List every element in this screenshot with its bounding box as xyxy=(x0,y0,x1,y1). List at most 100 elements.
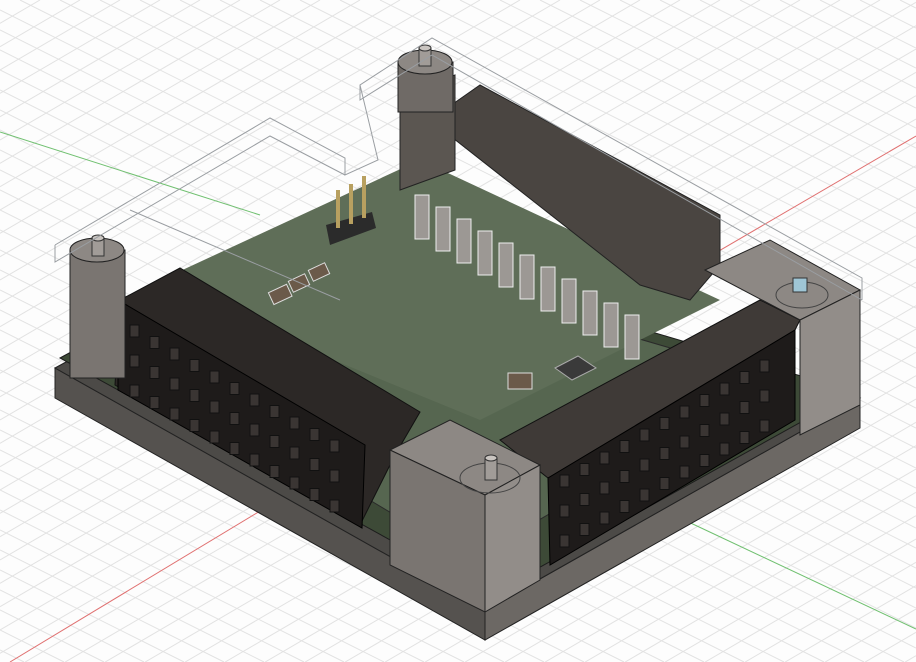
scart-pin-hole xyxy=(639,458,650,472)
scart-connector-right[interactable] xyxy=(499,299,801,566)
mount-post-left[interactable] xyxy=(69,234,126,379)
scart-pin-hole xyxy=(149,336,160,349)
grid-line xyxy=(624,491,916,662)
grid-line xyxy=(0,0,401,234)
scart-pin-hole xyxy=(249,453,260,467)
scart-pin-hole xyxy=(739,431,750,444)
grid-line xyxy=(619,0,916,149)
grid-line xyxy=(0,0,81,48)
scart-pin-hole xyxy=(679,465,690,479)
grid-line xyxy=(659,0,916,129)
scart-pin-hole xyxy=(269,405,280,418)
grid-line xyxy=(0,0,41,24)
grid-line xyxy=(0,449,425,662)
scart-pin-hole xyxy=(659,477,670,490)
scart-pin-hole xyxy=(129,324,140,338)
grid-line xyxy=(579,0,916,169)
scart-pin-hole xyxy=(289,416,300,430)
scart-pin-hole xyxy=(699,394,710,407)
scart-pin-hole xyxy=(289,476,300,490)
scart-pin-hole xyxy=(129,384,140,398)
scart-pin-hole xyxy=(329,469,340,483)
connector-pin xyxy=(519,254,535,300)
connector-pin xyxy=(456,218,472,264)
grid-line xyxy=(0,549,225,662)
grid-line xyxy=(859,0,916,29)
grid-line xyxy=(419,0,916,249)
grid-line xyxy=(819,0,916,49)
grid-line xyxy=(504,421,916,662)
grid-line xyxy=(0,409,505,662)
scart-pin-hole xyxy=(559,534,570,548)
grid-line xyxy=(0,0,441,258)
scart-connector-left[interactable] xyxy=(114,267,421,529)
scart-pin-hole xyxy=(209,430,220,444)
grid-line xyxy=(0,529,265,662)
scart-pin-hole xyxy=(209,400,220,414)
scart-pin-hole xyxy=(719,412,730,426)
grid-line xyxy=(0,0,281,164)
scart-pin-hole xyxy=(639,488,650,502)
scart-pin-hole xyxy=(719,442,730,456)
scart-pin-hole xyxy=(699,454,710,467)
grid-line xyxy=(0,0,481,281)
scart-pin-hole xyxy=(229,382,240,395)
grid-line xyxy=(0,609,105,662)
pin-header[interactable] xyxy=(326,176,376,245)
scart-pin-hole xyxy=(169,347,180,361)
scart-pin-hole xyxy=(309,428,320,441)
grid-line xyxy=(499,0,916,209)
grid-line xyxy=(899,0,916,9)
scart-pin-hole xyxy=(719,382,730,396)
scart-pin-hole xyxy=(599,511,610,525)
grid-line xyxy=(339,0,916,289)
grid-line xyxy=(739,0,916,89)
connector-pin xyxy=(435,206,451,252)
grid-line xyxy=(464,398,916,662)
x-axis-line xyxy=(9,504,271,662)
scart-pin-hole xyxy=(209,370,220,384)
scart-pin-hole xyxy=(329,499,340,513)
scart-pin-hole xyxy=(559,474,570,488)
scart-pin-hole xyxy=(599,451,610,465)
y-axis-line-near xyxy=(679,517,916,630)
corner-block-front[interactable] xyxy=(388,419,542,613)
grid-line xyxy=(824,608,916,662)
scart-pin-hole xyxy=(759,359,770,373)
scart-pin-hole xyxy=(699,424,710,437)
scart-pin-hole xyxy=(269,465,280,478)
scart-pin-hole xyxy=(579,463,590,476)
grid-line xyxy=(0,0,321,188)
x-axis-line-far xyxy=(699,135,916,263)
scart-pin-hole xyxy=(149,366,160,379)
transparent-lid-outline xyxy=(54,37,863,301)
scart-pin-hole xyxy=(639,428,650,442)
smd-components xyxy=(267,262,597,390)
scart-pin-hole xyxy=(129,354,140,368)
scart-pin-hole xyxy=(309,488,320,501)
scart-pin-hole xyxy=(579,493,590,506)
scart-pin-hole xyxy=(679,435,690,449)
scart-pin-hole xyxy=(189,389,200,402)
scart-pin-hole xyxy=(759,389,770,403)
grid-line xyxy=(379,0,916,269)
connector-pin xyxy=(624,314,640,360)
scart-pin-hole xyxy=(169,377,180,391)
grid-line xyxy=(704,538,916,662)
grid-line xyxy=(0,649,25,662)
grid-line xyxy=(904,655,916,662)
corner-block-right[interactable] xyxy=(703,239,862,436)
scart-pin-hole xyxy=(659,417,670,430)
connector-pin xyxy=(477,230,493,276)
grid-line xyxy=(0,629,65,662)
grid-line xyxy=(0,589,145,662)
grid-line xyxy=(584,468,916,662)
grid-line xyxy=(539,0,916,189)
scart-pin-hole xyxy=(559,504,570,518)
scart-pin-hole xyxy=(759,419,770,433)
y-axis-line xyxy=(0,131,261,216)
grid-line xyxy=(0,0,361,211)
grid-line xyxy=(779,0,916,69)
